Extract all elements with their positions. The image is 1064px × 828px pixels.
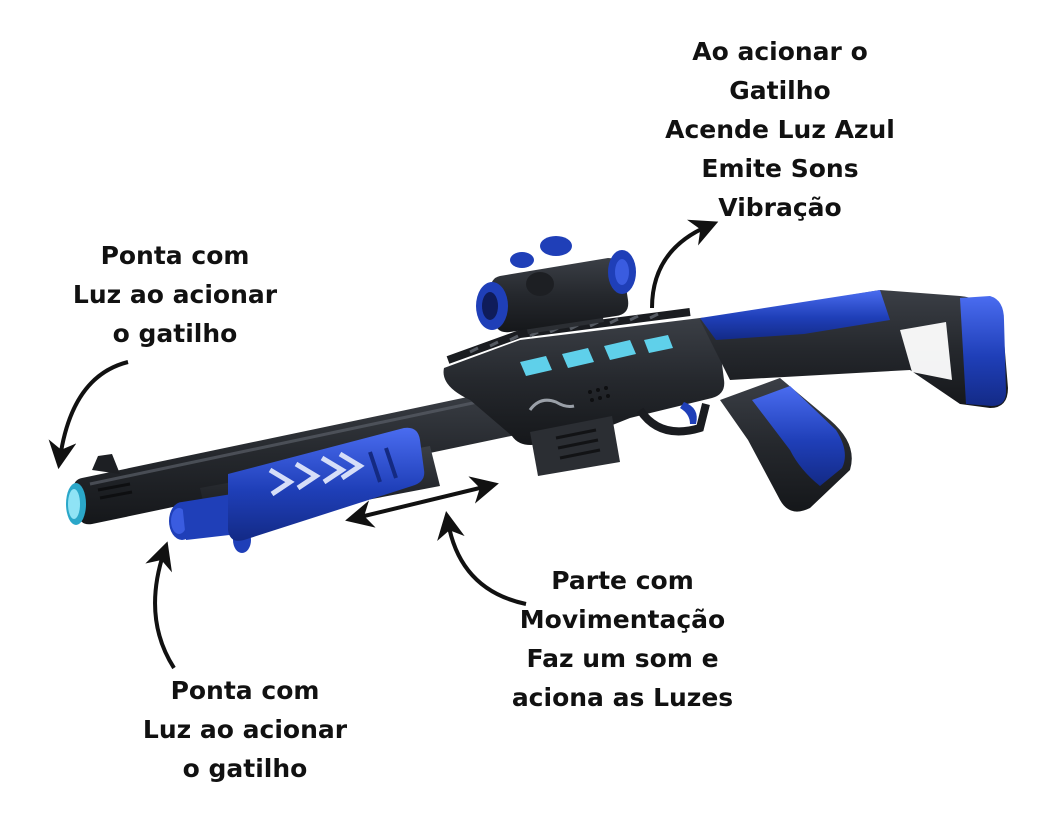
arrow-lower-tip [145,541,176,670]
barrel-tip-light [66,483,86,525]
callout-barrel-tip: Ponta com Luz ao acionar o gatilho [40,236,310,353]
callout-line: Movimentação [519,605,726,634]
callout-line: Vibração [718,193,842,222]
callout-line: o gatilho [182,754,308,783]
arrow-barrel-tip [48,360,129,470]
arrow-pump-motion [345,476,499,528]
callout-line: aciona as Luzes [511,683,734,712]
scope [476,236,636,334]
callout-lower-tip: Ponta com Luz ao acionar o gatilho [115,671,375,788]
callout-line: Ponta com [170,676,320,705]
callout-line: o gatilho [112,319,238,348]
callout-line: Emite Sons [701,154,859,183]
arrow-pump [437,510,527,606]
callout-line: Luz ao acionar [72,280,278,309]
trigger [636,402,710,436]
callout-pump: Parte com Movimentação Faz um som e acio… [490,561,755,717]
callout-line: Faz um som e [526,644,719,673]
receiver [443,308,725,445]
callout-line: Parte com [551,566,694,595]
callout-line: Ponta com [100,241,250,270]
callout-line: Luz ao acionar [142,715,348,744]
callout-line: Ao acionar o [692,37,868,66]
callout-line: Gatilho [729,76,831,105]
pistol-grip [720,378,852,512]
callout-trigger: Ao acionar o Gatilho Acende Luz Azul Emi… [640,32,920,227]
callout-line: Acende Luz Azul [665,115,895,144]
magazine [530,416,620,476]
stock [700,290,1008,408]
pump-forend [228,427,425,541]
arrow-trigger [650,219,719,309]
